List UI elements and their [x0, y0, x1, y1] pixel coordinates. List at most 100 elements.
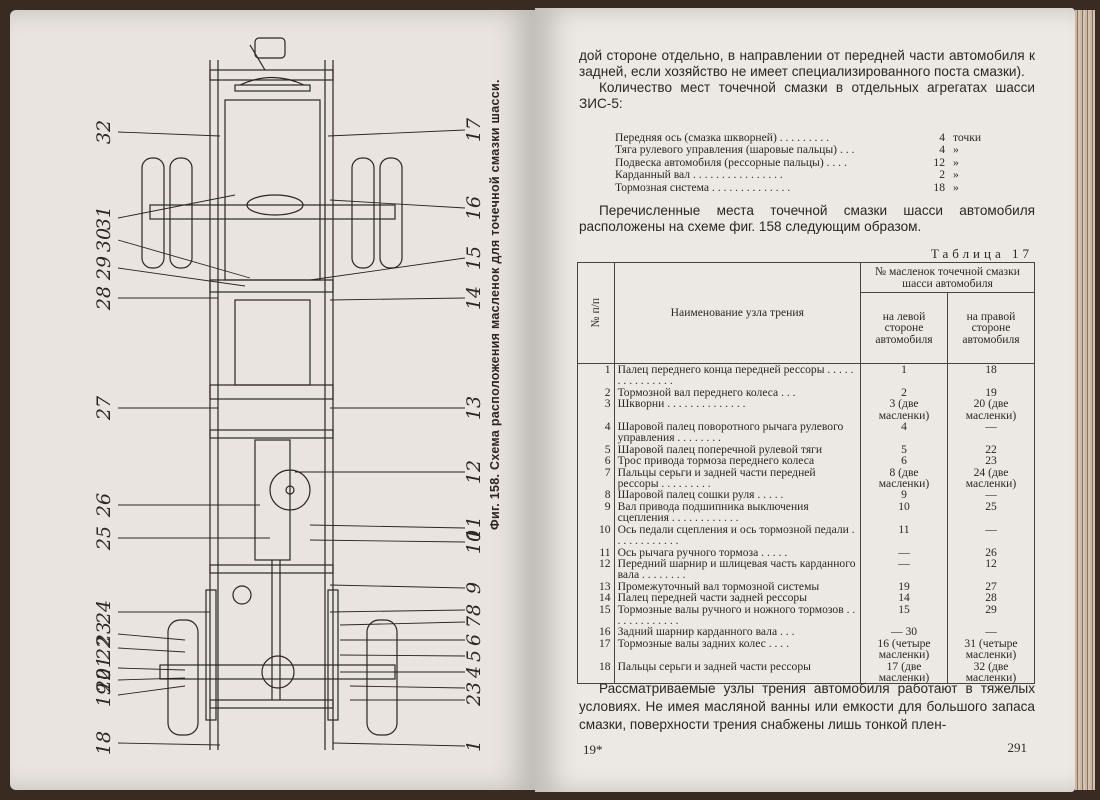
callout-right-1: 1	[463, 740, 485, 752]
callout-right-15: 15	[463, 246, 485, 270]
callout-right-12: 12	[463, 460, 485, 484]
spec-value: 2	[939, 168, 945, 182]
row-right-side: 31 (четыре масленки)	[947, 637, 1035, 661]
row-right-side: —	[947, 626, 1035, 638]
header-num: № п/п	[577, 262, 615, 364]
row-left-side: 10	[860, 501, 948, 524]
callout-left-32: 32	[93, 120, 115, 144]
page-number: 291	[1007, 740, 1028, 755]
row-name: Вал привода подшипника выключения сцепле…	[613, 501, 862, 524]
spec-unit: »	[953, 143, 959, 157]
row-left-side: 6	[860, 455, 948, 467]
row-right-side: —	[947, 421, 1035, 444]
row-number: 10	[577, 523, 615, 547]
lubrication-table: № п/п Наименование узла трения № маслено…	[577, 261, 1035, 685]
row-number: 15	[577, 603, 615, 627]
row-right-side: 28	[947, 592, 1035, 604]
callout-left-27: 27	[93, 395, 115, 421]
row-name: Палец переднего конца передней рессоры .…	[613, 363, 862, 387]
spec-value: 4	[939, 143, 945, 157]
row-right-side: 12	[947, 558, 1035, 581]
row-number: 4	[577, 421, 615, 444]
callout-right-13: 13	[463, 396, 485, 420]
header-name: Наименование узла трения	[613, 262, 862, 364]
row-right-side: 23	[947, 455, 1035, 467]
spec-row: Передняя ось (смазка шкворней) . . . . .…	[615, 131, 995, 144]
row-right-side: 29	[947, 603, 1035, 627]
callout-left-24: 24	[93, 600, 115, 625]
row-right-side: 25	[947, 501, 1035, 524]
paragraph-4: Рассматриваемые узлы трения автомобиля р…	[579, 681, 1035, 732]
row-right-side: 27	[947, 580, 1035, 592]
row-left-side: 14	[860, 592, 948, 604]
callout-left-29: 29	[93, 256, 115, 281]
spec-unit: »	[953, 155, 959, 169]
text-block-top: дой стороне отдельно, в направлении от п…	[579, 48, 1035, 112]
spec-name: Тормозная система . . . . . . . . . . . …	[615, 181, 791, 194]
row-name: Шаровой палец поперечной рулевой тяги	[613, 443, 862, 455]
row-number: 14	[577, 592, 615, 604]
spec-value: 4	[939, 131, 945, 144]
callout-right-2: 2	[463, 694, 485, 707]
row-name: Трос привода тормоза переднего колеса	[613, 455, 862, 467]
callout-left-18: 18	[93, 731, 115, 755]
callout-right-6: 6	[463, 634, 485, 646]
row-name: Палец передней части задней рессоры	[613, 592, 862, 604]
header-group: № масленок точечной смазки шасси автомоб…	[860, 261, 1035, 294]
row-left-side: 4	[860, 421, 948, 444]
callout-left-26: 26	[93, 493, 115, 518]
row-name: Шаровой палец поворотного рычага рулевог…	[613, 421, 862, 444]
row-name: Тормозные валы ручного и ножного тормозо…	[613, 603, 862, 627]
callout-left-20: 20	[93, 668, 115, 693]
text-block-mid: Перечисленные места точечной смазки шасс…	[579, 203, 1035, 235]
row-number: 12	[577, 558, 615, 581]
row-name: Ось рычага ручного тормоза . . . . .	[613, 546, 862, 558]
spec-unit: »	[953, 168, 959, 182]
callout-right-17: 17	[463, 117, 485, 142]
row-right-side: 18	[947, 363, 1035, 387]
row-right-side: 22	[947, 443, 1035, 455]
callout-right-8: 8	[463, 604, 485, 616]
table-title: Таблица 17	[930, 246, 1033, 261]
row-left-side: 8 (две масленки)	[860, 466, 948, 490]
row-number: 1	[577, 363, 615, 387]
text-block-bottom: Рассматриваемые узлы трения автомобиля р…	[579, 680, 1035, 734]
row-left-side: 3 (две масленки)	[860, 398, 948, 422]
spec-list: Передняя ось (смазка шкворней) . . . . .…	[615, 131, 995, 194]
row-left-side: 1	[860, 363, 948, 387]
row-left-side: 16 (четыре масленки)	[860, 637, 948, 661]
spec-unit: »	[953, 180, 959, 194]
row-name: Промежуточный вал тормозной системы	[613, 580, 862, 592]
row-name: Ось педали сцепления и ось тормозной пед…	[613, 523, 862, 547]
callout-left-21: 21	[93, 656, 115, 681]
callout-right-11: 11	[463, 516, 485, 540]
signature-mark: 19*	[583, 742, 603, 757]
paragraph-2: Количество мест точечной смазки в отдель…	[579, 80, 1035, 111]
row-name: Шкворни . . . . . . . . . . . . . .	[613, 398, 862, 422]
row-name: Задний шарнир карданного вала . . .	[613, 626, 862, 638]
row-number: 6	[577, 455, 615, 467]
row-right-side: —	[947, 489, 1035, 501]
paragraph-1: дой стороне отдельно, в направлении от п…	[579, 48, 1035, 79]
row-number: 17	[577, 637, 615, 661]
row-left-side: 15	[860, 603, 948, 627]
spec-name: Подвеска автомобиля (рессорные пальцы) .…	[615, 156, 847, 169]
row-name: Шаровой палец сошки руля . . . . .	[613, 489, 862, 501]
row-left-side: —	[860, 558, 948, 581]
spec-name: Карданный вал . . . . . . . . . . . . . …	[615, 169, 783, 182]
callout-right-5: 5	[463, 650, 485, 662]
